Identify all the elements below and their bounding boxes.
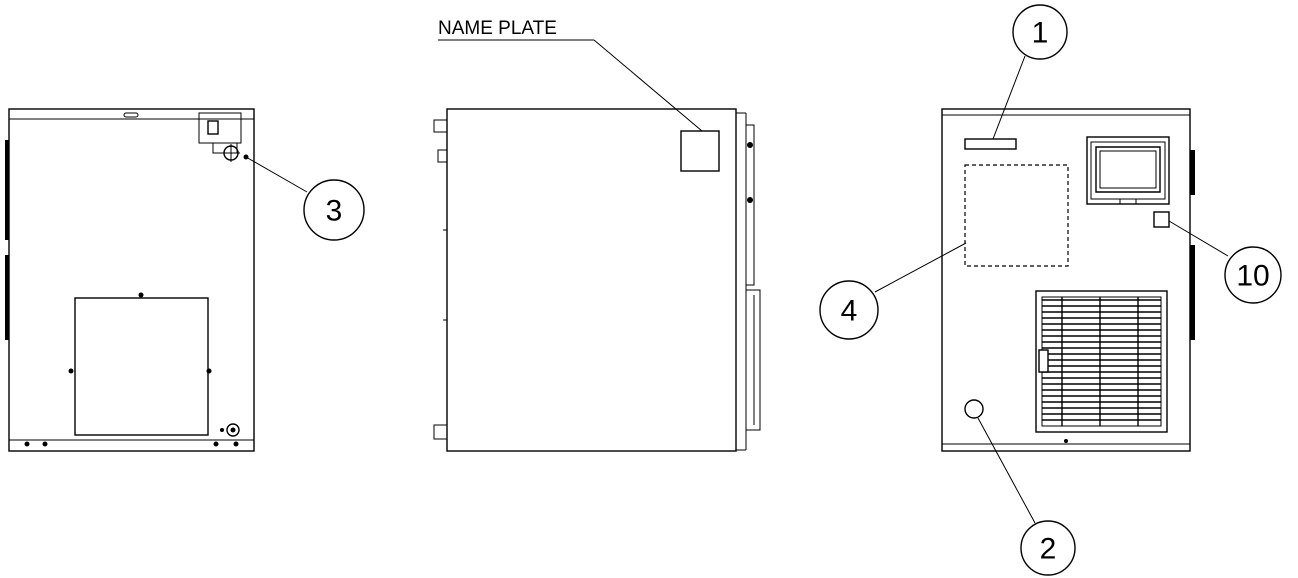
callout-1: 1 <box>992 4 1068 140</box>
callout-10-label: 10 <box>1236 260 1269 293</box>
name-plate-callout: NAME PLATE <box>438 18 703 132</box>
dashed-label-area <box>964 164 1069 267</box>
rear-access-panel <box>74 297 209 436</box>
front-grille <box>1035 290 1168 433</box>
small-component <box>1153 211 1170 228</box>
callout-4: 4 <box>819 242 967 340</box>
right-view <box>941 108 1195 452</box>
connection-fitting <box>198 112 249 162</box>
callout-1-label: 1 <box>1032 17 1049 50</box>
right-side-louvers <box>1190 150 1195 340</box>
name-plate <box>680 130 720 172</box>
callout-10: 10 <box>1168 220 1282 304</box>
callout-3-label: 3 <box>326 195 343 228</box>
left-side-louvers <box>5 140 9 340</box>
label-slot <box>964 138 1017 150</box>
left-view <box>5 108 255 452</box>
callout-3: 3 <box>245 156 365 241</box>
callout-4-label: 4 <box>841 295 858 328</box>
callout-2-label: 2 <box>1040 533 1057 566</box>
middle-view <box>433 108 761 452</box>
name-plate-label: NAME PLATE <box>438 18 557 39</box>
control-panel <box>1086 136 1170 205</box>
round-port <box>964 399 984 419</box>
callout-2: 2 <box>977 417 1076 576</box>
